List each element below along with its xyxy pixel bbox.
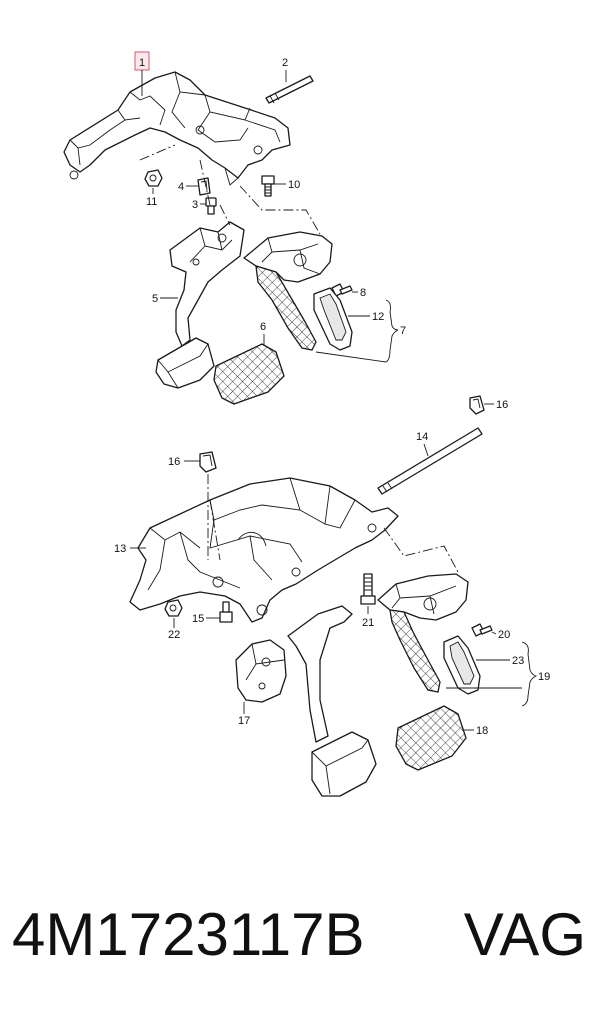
callout-2: 2 xyxy=(282,57,288,69)
callout-17: 17 xyxy=(238,715,250,727)
accelerator-pedal-module-part-7 xyxy=(243,231,333,351)
callout-21: 21 xyxy=(362,617,374,629)
callout-6: 6 xyxy=(260,321,266,333)
part-number-label: 4M1723117B xyxy=(12,901,365,968)
callout-1: 1 xyxy=(139,57,145,69)
bolt-part-21 xyxy=(360,573,376,605)
callout-19: 19 xyxy=(538,671,550,683)
bolt-part-8 xyxy=(331,283,353,297)
callout-7: 7 xyxy=(400,325,406,337)
clip-part-4 xyxy=(197,177,211,196)
callout-3: 3 xyxy=(192,199,198,211)
pedal-bracket-part-1 xyxy=(63,71,291,179)
bolt-part-3 xyxy=(205,197,217,215)
callout-16-left: 16 xyxy=(168,456,180,468)
lower-pedal-bracket-group xyxy=(129,395,493,797)
accelerator-pad-part-12 xyxy=(313,287,353,351)
nut-part-22 xyxy=(164,599,183,617)
brake-pedal-pad-part-18 xyxy=(395,705,467,771)
pedal-bracket-part-13 xyxy=(129,477,399,623)
callout-22: 22 xyxy=(168,629,180,641)
callout-13: 13 xyxy=(114,543,126,555)
callout-14: 14 xyxy=(416,431,428,443)
callout-23: 23 xyxy=(512,655,524,667)
clip-part-16-right xyxy=(469,395,485,415)
callout-8: 8 xyxy=(360,287,366,299)
brake-pedal-part-5 xyxy=(155,221,245,389)
pivot-shaft-part-2 xyxy=(265,75,314,104)
bolt-part-10 xyxy=(261,175,275,197)
callouts: 1 2 11 4 3 10 5 6 8 12 7 16 14 16 13 22 xyxy=(114,51,550,737)
brake-pedal-pad-part-6 xyxy=(213,343,285,405)
callout-18: 18 xyxy=(476,725,488,737)
brake-pedal-lower xyxy=(287,605,377,797)
callout-12: 12 xyxy=(372,311,384,323)
brand-label: VAG xyxy=(463,901,586,968)
callout-4: 4 xyxy=(178,181,184,193)
callout-10: 10 xyxy=(288,179,300,191)
upper-pedal-bracket-group xyxy=(63,71,353,405)
callout-11: 11 xyxy=(146,196,157,208)
callout-5: 5 xyxy=(152,293,158,305)
accelerator-pad-part-23 xyxy=(443,635,481,695)
callout-16-right: 16 xyxy=(496,399,508,411)
nut-part-11 xyxy=(144,169,163,187)
clip-part-16-left xyxy=(199,451,217,473)
callout-15: 15 xyxy=(192,613,204,625)
callout-20: 20 xyxy=(498,629,510,641)
bolt-part-20 xyxy=(471,623,493,637)
pivot-shaft-part-14 xyxy=(377,427,483,495)
accelerator-pedal-module-part-19 xyxy=(377,573,469,693)
pedal-bracket-part-17 xyxy=(235,639,287,703)
footer: 4M1723117B VAG xyxy=(0,895,600,975)
bolt-part-15 xyxy=(219,601,233,623)
